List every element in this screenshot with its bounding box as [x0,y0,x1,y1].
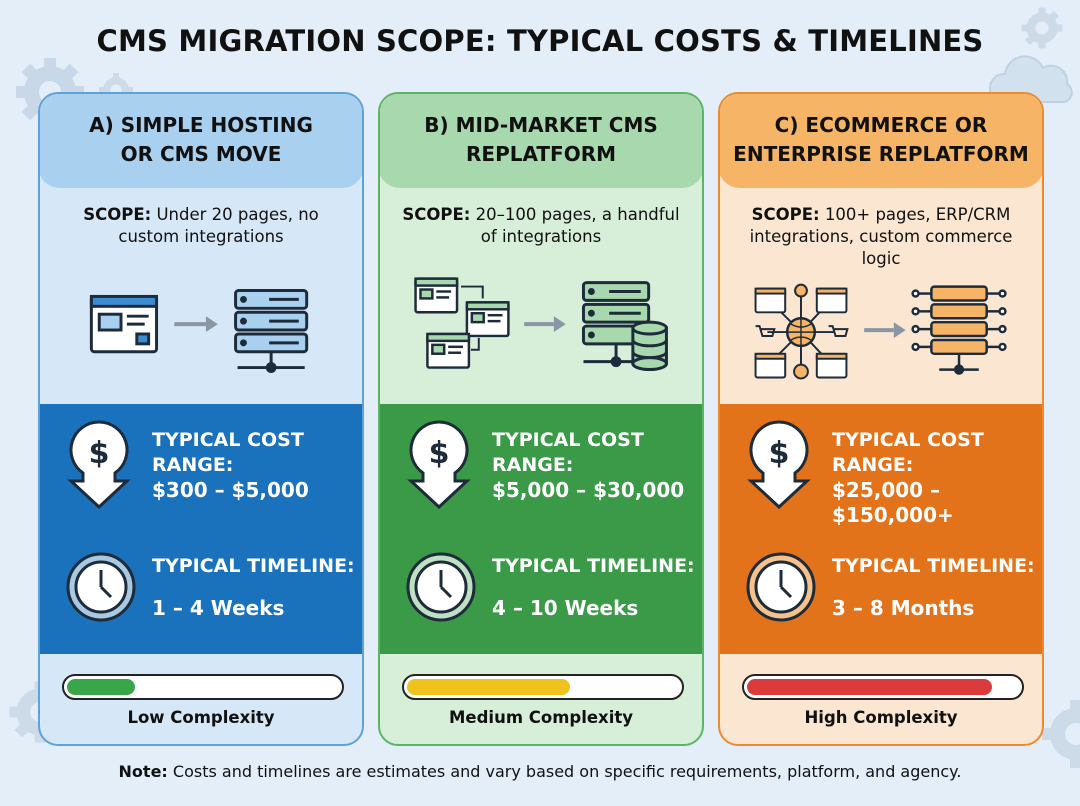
card-title-line2: ENTERPRISE REPLATFORM [733,142,1029,166]
timeline-value: 4 – 10 Weeks [492,596,639,620]
gear-icon [1021,7,1063,49]
migration-illustration [754,283,1007,380]
complexity-label: Medium Complexity [449,708,633,727]
card-ecommerce-enterprise: C) ECOMMERCE OR ENTERPRISE REPLATFORM SCO… [718,92,1044,746]
webpage-icon [89,294,159,354]
timeline-value: 1 – 4 Weeks [152,596,285,620]
svg-text:$: $ [769,436,790,471]
server-icon [234,289,309,373]
complexity-label: High Complexity [804,708,958,727]
coin-icon [793,363,809,380]
server-icon [911,285,1007,375]
clock-icon [66,552,136,622]
complexity-bar-fill [747,679,992,695]
gear-icon [1042,700,1080,768]
timeline-label: TYPICAL TIMELINE: [832,555,1035,577]
card-title-line2: OR CMS MOVE [120,142,282,166]
complexity-label: Low Complexity [127,708,275,727]
card-header: A) SIMPLE HOSTING OR CMS MOVE [40,94,362,188]
card-mid-market: B) MID-MARKET CMS REPLATFORM SCOPE: 20–10… [378,92,704,746]
scope-text: SCOPE: 100+ pages, ERP/CRM integrations,… [749,205,1013,268]
complexity-bar-fill [67,679,135,695]
webpage-icon [414,277,510,369]
arrow-right-icon [524,316,566,332]
card-title-line1: B) MID-MARKET CMS [424,113,658,137]
arrow-right-icon [864,322,906,338]
clock-icon [746,552,816,622]
dollar-down-icon: $ [407,420,471,510]
scope-text: SCOPE: Under 20 pages, no custom integra… [83,205,319,246]
clock-icon [406,552,476,622]
migration-illustration [414,277,668,372]
svg-text:$: $ [89,436,110,471]
migration-illustration [89,289,309,373]
footnote: Note: Costs and timelines are estimates … [118,762,962,781]
page-title: CMS MIGRATION SCOPE: TYPICAL COSTS & TIM… [96,24,984,58]
timeline-label: TYPICAL TIMELINE: [492,555,695,577]
timeline-label: TYPICAL TIMELINE: [152,555,355,577]
card-title-line1: A) SIMPLE HOSTING [89,113,313,137]
card-header: B) MID-MARKET CMS REPLATFORM [380,94,702,188]
complexity-bar-fill [407,679,570,695]
webpage-icon [754,287,848,379]
card-title-line2: REPLATFORM [466,142,616,166]
svg-text:$: $ [429,436,450,471]
arrow-right-icon [174,316,218,332]
card-header: C) ECOMMERCE OR ENTERPRISE REPLATFORM [720,94,1042,188]
cost-value: $300 – $5,000 [152,478,309,502]
timeline-value: 3 – 8 Months [832,596,975,620]
cost-value: $25,000 –$150,000+ [832,478,954,527]
cloud-icon [988,55,1073,103]
card-simple-hosting: A) SIMPLE HOSTING OR CMS MOVE SCOPE: Unde… [38,92,364,746]
gear-icon [794,283,808,298]
cost-value: $5,000 – $30,000 [492,478,685,502]
scope-text: SCOPE: 20–100 pages, a handful of integr… [402,205,680,246]
dollar-down-icon: $ [67,420,131,510]
complexity-bar [402,674,684,700]
complexity-bar [742,674,1024,700]
cart-icon [755,325,849,338]
card-title-line1: C) ECOMMERCE OR [774,113,988,137]
database-icon [631,320,668,372]
complexity-bar [62,674,344,700]
dollar-down-icon: $ [747,420,811,510]
